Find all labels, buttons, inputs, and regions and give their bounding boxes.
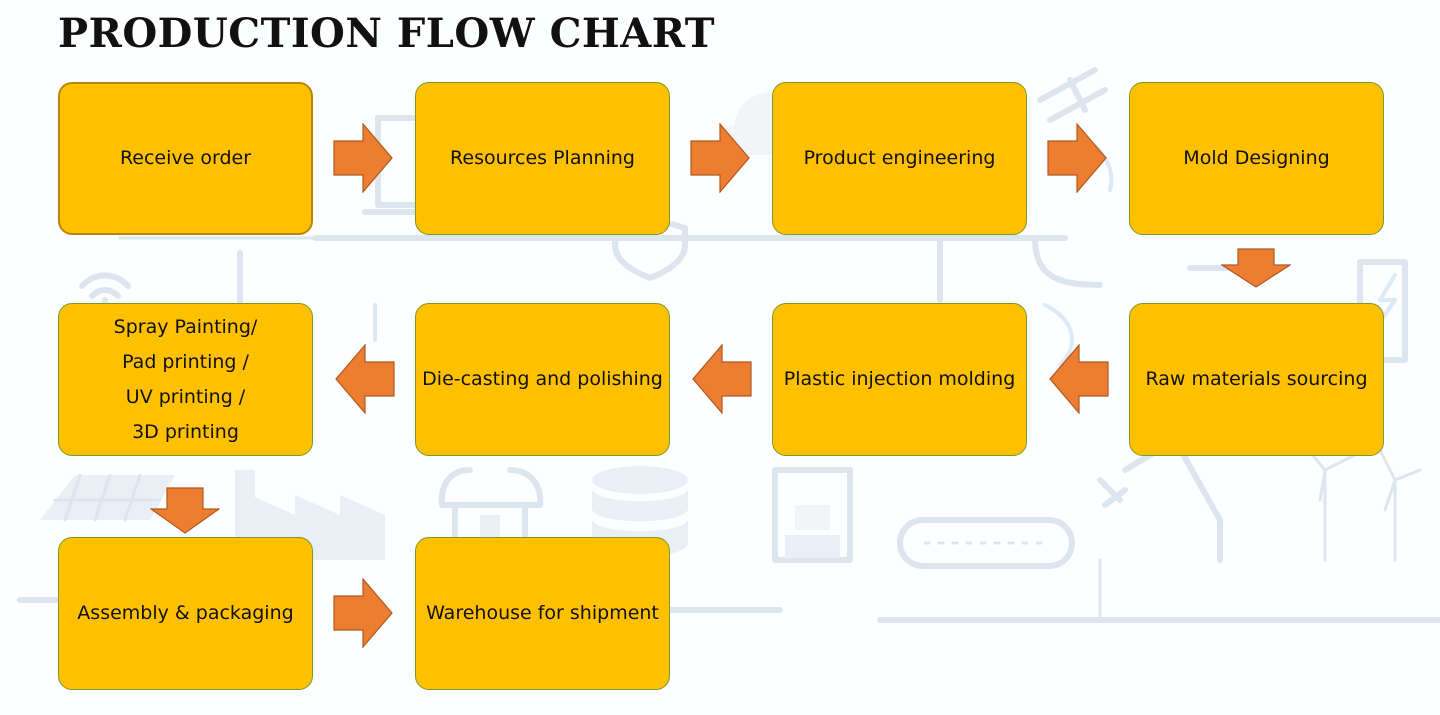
page-title: PRODUCTION FLOW CHART bbox=[58, 10, 716, 57]
arrow-left-icon bbox=[692, 344, 752, 414]
arrow-left-icon bbox=[1049, 344, 1109, 414]
step-receive-order: Receive order bbox=[58, 82, 313, 235]
step-plastic-injection-molding: Plastic injection molding bbox=[772, 303, 1027, 456]
step-mold-designing: Mold Designing bbox=[1129, 82, 1384, 235]
arrow-right-icon bbox=[333, 578, 393, 648]
step-spray-painting-printing: Spray Painting/ Pad printing / UV printi… bbox=[58, 303, 313, 456]
arrow-right-icon bbox=[333, 123, 393, 193]
step-product-engineering: Product engineering bbox=[772, 82, 1027, 235]
step-warehouse-shipment: Warehouse for shipment bbox=[415, 537, 670, 690]
arrow-right-icon bbox=[690, 123, 750, 193]
step-die-casting-polishing: Die-casting and polishing bbox=[415, 303, 670, 456]
arrow-down-icon bbox=[150, 487, 220, 534]
arrow-right-icon bbox=[1047, 123, 1107, 193]
step-resources-planning: Resources Planning bbox=[415, 82, 670, 235]
arrow-left-icon bbox=[335, 344, 395, 414]
step-assembly-packaging: Assembly & packaging bbox=[58, 537, 313, 690]
arrow-down-icon bbox=[1221, 248, 1291, 288]
step-raw-materials-sourcing: Raw materials sourcing bbox=[1129, 303, 1384, 456]
